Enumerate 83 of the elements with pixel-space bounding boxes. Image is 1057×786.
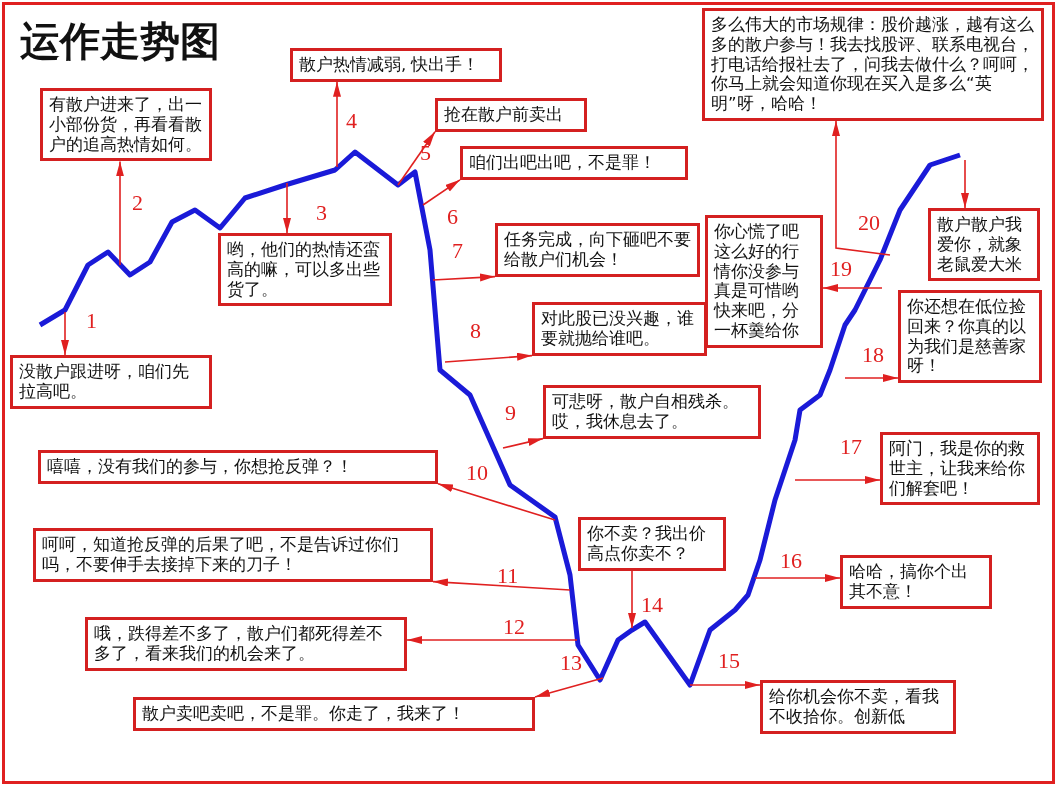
arrow bbox=[754, 574, 841, 582]
callout-text: 哟，他们的热情还蛮高的嘛，可以多出些货了。 bbox=[227, 240, 381, 300]
callout-box bbox=[760, 680, 956, 734]
arrow bbox=[844, 374, 899, 382]
arrow bbox=[333, 81, 341, 168]
arrow bbox=[116, 160, 124, 266]
callout-text: 呵呵，知道抢反弹的后果了吧，不是告诉过你们吗，不要伸手去接掉下来的刀子！ bbox=[42, 535, 400, 575]
callout-number: 16 bbox=[780, 548, 802, 574]
callout-box bbox=[495, 223, 700, 277]
callout-text: 你不卖？我出价高点你卖不？ bbox=[587, 524, 707, 564]
callout-number: 10 bbox=[466, 460, 488, 486]
callout-number: 15 bbox=[718, 648, 740, 674]
callout-box bbox=[578, 517, 726, 571]
arrow bbox=[961, 159, 969, 209]
callout-text: 哦，跌得差不多了，散户们都死得差不多了，看来我们的机会来了。 bbox=[94, 624, 384, 664]
callout-number: 2 bbox=[132, 190, 143, 216]
callout-text: 你还想在低位捡回来？你真的以为我们是慈善家呀！ bbox=[907, 297, 1027, 377]
callout-text: 有散户进来了，出一小部份货，再看看散户的追高热情如何。 bbox=[49, 95, 203, 155]
callout-box bbox=[928, 208, 1040, 282]
callout-number: 7 bbox=[452, 238, 463, 264]
arrow bbox=[283, 182, 291, 234]
callout-number: 17 bbox=[840, 434, 862, 460]
callout-box bbox=[532, 302, 707, 356]
callout-number: 20 bbox=[858, 210, 880, 236]
callout-text: 散户热情减弱, 快出手！ bbox=[299, 55, 481, 75]
callout-text: 阿门，我是你的救世主，让我来给你们解套吧！ bbox=[889, 439, 1026, 499]
callout-text: 给你机会你不卖，看我不收拾你。创新低 bbox=[769, 687, 940, 727]
callout-number: 11 bbox=[497, 563, 519, 589]
callout-text: 散户散户我爱你，就象老鼠爱大米 bbox=[937, 215, 1023, 275]
callout-text: 抢在散户前卖出 bbox=[444, 105, 564, 125]
callout-text: 对此股已没兴趣，谁要就抛给谁吧。 bbox=[541, 309, 695, 349]
arrow bbox=[822, 284, 883, 292]
arrow bbox=[832, 120, 891, 256]
callout-number: 14 bbox=[641, 592, 663, 618]
callout-box bbox=[898, 290, 1042, 384]
callout-text: 可悲呀，散户自相残杀。哎，我休息去了。 bbox=[552, 392, 740, 432]
arrow bbox=[437, 483, 556, 521]
callout-text: 嘻嘻，没有我们的参与，你想抢反弹？！ bbox=[47, 457, 354, 477]
callout-box bbox=[85, 617, 407, 671]
callout-text: 散户卖吧卖吧，不是罪。你走了，我来了！ bbox=[142, 704, 466, 724]
callout-box bbox=[218, 233, 392, 307]
callout-text: 咱们出吧出吧，不是罪！ bbox=[469, 153, 657, 173]
callout-box bbox=[38, 450, 438, 484]
callout-number: 4 bbox=[346, 108, 357, 134]
callout-box bbox=[435, 98, 587, 132]
callout-text: 没散户跟进呀，咱们先拉高吧。 bbox=[19, 362, 190, 402]
callout-box bbox=[543, 385, 761, 439]
arrow bbox=[444, 352, 533, 363]
callout-box bbox=[10, 355, 212, 409]
diagram-title: 运作走势图 bbox=[20, 17, 220, 66]
callout-number: 19 bbox=[830, 256, 852, 282]
callout-box bbox=[880, 432, 1040, 506]
arrow bbox=[432, 273, 496, 282]
callout-box bbox=[705, 215, 823, 348]
callout-box bbox=[40, 88, 212, 162]
arrow bbox=[397, 131, 436, 186]
callout-number: 3 bbox=[316, 200, 327, 226]
arrow bbox=[432, 578, 571, 591]
callout-box bbox=[290, 48, 502, 82]
callout-text: 你心慌了吧这么好的行情你没参与真是可惜哟快来吧，分一杯羹给你 bbox=[714, 222, 800, 341]
callout-text: 任务完成，向下砸吧不要给散户们机会！ bbox=[504, 230, 691, 270]
callout-text: 哈哈，搞你个出其不意！ bbox=[849, 562, 969, 602]
callout-number: 13 bbox=[560, 650, 582, 676]
callout-number: 8 bbox=[470, 318, 481, 344]
callout-text: 多么伟大的市场规律：股价越涨，越有这么多的散户参与！我去找股评、联系电视台，打电话给报社去了，问我去做什么？呵呵，你马上就会知道你现在买入是多么“英明”呀，哈哈！ bbox=[711, 15, 1035, 114]
arrow bbox=[628, 569, 636, 629]
arrow bbox=[794, 476, 881, 484]
arrow bbox=[406, 636, 578, 644]
callout-box bbox=[840, 555, 992, 609]
callout-number: 1 bbox=[86, 308, 97, 334]
arrow bbox=[61, 311, 69, 356]
callout-number: 18 bbox=[862, 342, 884, 368]
callout-box bbox=[133, 697, 535, 731]
callout-number: 12 bbox=[503, 614, 525, 640]
callout-number: 6 bbox=[447, 204, 458, 230]
arrow bbox=[534, 677, 604, 698]
arrow bbox=[689, 681, 761, 689]
callout-box bbox=[460, 146, 688, 180]
callout-box bbox=[33, 528, 433, 582]
arrow bbox=[502, 437, 544, 449]
arrow bbox=[422, 179, 461, 206]
callout-number: 9 bbox=[505, 400, 516, 426]
callout-box bbox=[702, 8, 1044, 121]
